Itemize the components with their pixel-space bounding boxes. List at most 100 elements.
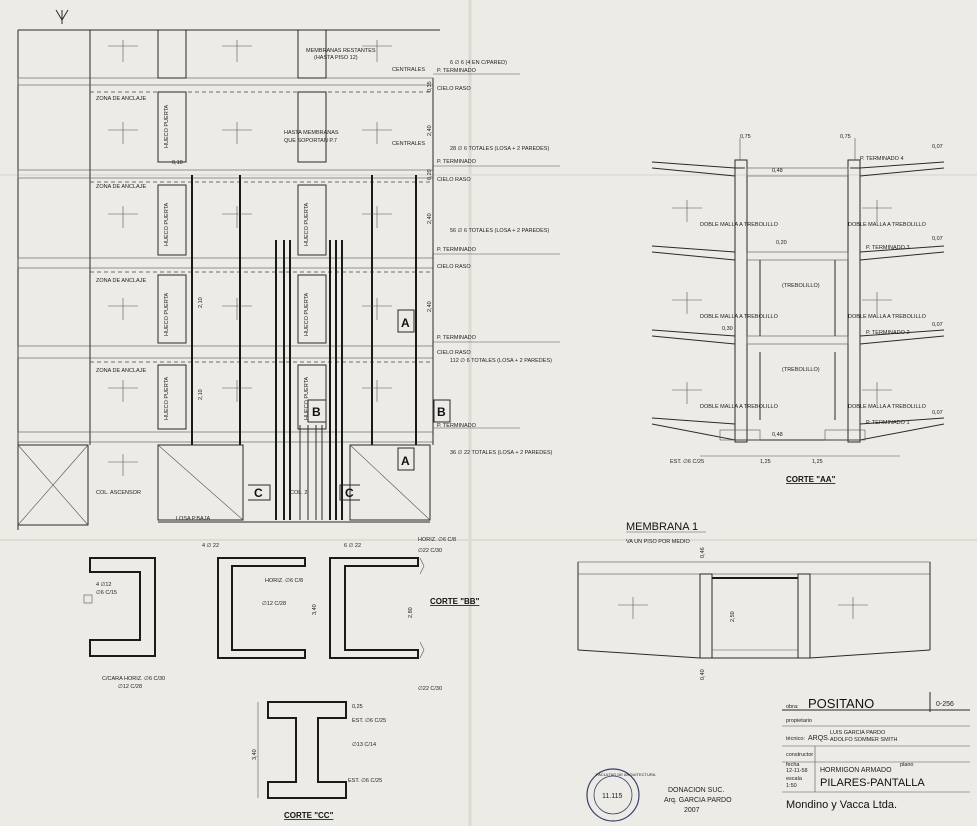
university-stamp: [586, 768, 640, 822]
level-label-7: P. TERMINADO: [437, 335, 477, 341]
obra-label: obra:: [786, 704, 799, 710]
aa-dim-9: 0,20: [776, 240, 787, 246]
rebar-note-4: 112 ∅ 6 TOTALES (LOSA + 2 PAREDES): [450, 357, 552, 364]
aa-level-2: P. TERMINADO 2: [866, 330, 910, 336]
level-label-6: CIELO RASO: [437, 264, 471, 270]
aa-trebolillo-1: (TREBOLILLO): [782, 283, 820, 289]
level-label-3: P. TERMINADO: [437, 159, 477, 165]
dim-label-4: 2,10: [198, 297, 204, 308]
dim-label-5: 2,10: [198, 389, 204, 400]
cc-dim: 3,40: [252, 749, 258, 760]
ground-level: [17, 444, 431, 526]
membrana-subtitle: VA UN PISO POR MEDIO: [626, 539, 690, 545]
vertical-rebar: [191, 175, 417, 520]
bb-label-5: ∅12 C/28: [262, 600, 286, 607]
hueco-puerta-7: HUECO PUERTA: [304, 376, 310, 420]
rebar-note-1: 6 ∅ 6 (4 EN C/PARED): [450, 59, 507, 66]
aa-dim-2: 0,75: [840, 134, 851, 140]
left-section-text: 4 ∅12 ∅6 C/15 C/CARA HORIZ. ∅6 C/30 ∅12 …: [96, 581, 165, 690]
centrales-label-2: CENTRALES: [392, 141, 425, 147]
corte-bb-text: 4 ∅ 22 6 ∅ 22 HORIZ. ∅6 C/8 HORIZ. ∅6 C/…: [202, 536, 480, 692]
bb-label-3: HORIZ. ∅6 C/8: [418, 536, 456, 543]
floor-note-1: MEMBRANAS RESTANTES: [306, 48, 376, 54]
floor-note-4: QUE SOPORTAN P.7: [284, 138, 337, 144]
aa-trebolillo-2: (TREBOLILLO): [782, 367, 820, 373]
left-label-2: ∅6 C/15: [96, 589, 117, 596]
section-mark-b2: B: [312, 405, 321, 419]
dim-label-3: 2,40: [427, 301, 433, 312]
left-label-4: ∅12 C/28: [118, 683, 142, 690]
membrana-drawing: [577, 561, 931, 659]
elevation-text: MEMBRANAS RESTANTES (HASTA PISO 12) HAST…: [96, 48, 553, 522]
plano-label: plano: [900, 762, 913, 768]
hueco-puerta-6: HUECO PUERTA: [304, 292, 310, 336]
rebar-note-3: 56 ∅ 6 TOTALES (LOSA + 2 PAREDES): [450, 227, 549, 234]
bb-label-4: HORIZ. ∅6 C/8: [265, 577, 303, 584]
level-label-2: CIELO RASO: [437, 86, 471, 92]
stamp-text: FACULTAD DE ARQUITECTURA: [596, 772, 656, 777]
col-label: COL. 2: [290, 490, 307, 496]
rebar-note-5: 36 ∅ 22 TOTALES (LOSA + 2 PAREDES): [450, 449, 553, 456]
corte-aa-title: CORTE "AA": [786, 475, 836, 484]
hueco-puerta-5: HUECO PUERTA: [304, 202, 310, 246]
aa-doble-malla-5: DOBLE MALLA A TREBOLILLO: [700, 404, 779, 410]
hueco-puerta-3: HUECO PUERTA: [164, 292, 170, 336]
left-label-1: 4 ∅12: [96, 581, 112, 588]
fecha-label: fecha: [786, 762, 800, 768]
arqs-label: ARQS.: [808, 735, 830, 742]
dim-label-7: 0,35: [427, 81, 433, 92]
constructor-label: constructor: [786, 752, 813, 758]
section-mark-c1: C: [254, 486, 263, 500]
aa-doble-malla-2: DOBLE MALLA A TREBOLILLO: [848, 222, 927, 228]
hueco-puerta-1: HUECO PUERTA: [164, 104, 170, 148]
dim-label-8: 0,20: [427, 169, 433, 180]
hueco-puerta-4: HUECO PUERTA: [164, 376, 170, 420]
left-label-3: C/CARA HORIZ. ∅6 C/30: [102, 675, 165, 682]
aa-dim-6: 0,07: [932, 410, 943, 416]
cc-label-1: 0,25: [352, 704, 363, 710]
bb-dim-1: 3,40: [312, 604, 318, 615]
cc-label-4: EST. ∅6 C/25: [348, 777, 382, 784]
membrana-title: MEMBRANA 1: [626, 521, 698, 533]
section-mark-c2: C: [345, 486, 354, 500]
corte-aa-drawing: [651, 138, 945, 457]
fecha-value: 12-11-58: [786, 768, 808, 774]
names-line-2: ADOLFO SOMMER SMITH: [830, 737, 898, 743]
drawing-number: 0-256: [936, 701, 954, 708]
membrana-dim-3: 0,40: [700, 669, 706, 680]
obra-name: POSITANO: [808, 696, 874, 711]
rebar-symbols: [108, 40, 392, 476]
membrana-dim-2: 2,50: [730, 611, 736, 622]
zona-anclaje-1: ZONA DE ANCLAJE: [96, 96, 146, 102]
elevation-drawing: [17, 9, 560, 530]
level-label-1: P. TERMINADO: [437, 68, 477, 74]
aa-doble-malla-4: DOBLE MALLA A TREBOLILLO: [848, 314, 927, 320]
section-marks: [248, 309, 451, 501]
aa-dim-4: 0,07: [932, 236, 943, 242]
zona-anclaje-4: ZONA DE ANCLAJE: [96, 368, 146, 374]
title-block: [782, 692, 970, 793]
escala-value: 1:50: [786, 783, 797, 789]
aa-estribo: EST. ∅6 C/25: [670, 458, 704, 465]
section-mark-a2: A: [401, 454, 410, 468]
bb-dim-2: 2,80: [408, 607, 414, 618]
level-ticks: [432, 73, 560, 445]
aa-doble-malla-1: DOBLE MALLA A TREBOLILLO: [700, 222, 779, 228]
aa-level-3: P. TERMINADO 3: [866, 245, 910, 251]
level-label-4: CIELO RASO: [437, 177, 471, 183]
cc-label-2: EST. ∅6 C/25: [352, 717, 386, 724]
donation-line-2: Arq. GARCIA PARDO: [664, 797, 732, 804]
section-mark-a1: A: [401, 316, 410, 330]
corte-bb-drawing: [217, 557, 425, 659]
dim-label-2: 2,40: [427, 213, 433, 224]
dim-label-1: 2,40: [427, 125, 433, 136]
zona-anclaje-2: ZONA DE ANCLAJE: [96, 184, 146, 190]
subject-line-1: HORMIGON ARMADO: [820, 767, 892, 774]
level-label-8: CIELO RASO: [437, 350, 471, 356]
aa-dim-8: 0,48: [772, 432, 783, 438]
left-section-drawing: [83, 557, 156, 657]
aa-level-1: P. TERMINADO 1: [866, 420, 910, 426]
dim-label-6: 0,10: [172, 160, 183, 166]
